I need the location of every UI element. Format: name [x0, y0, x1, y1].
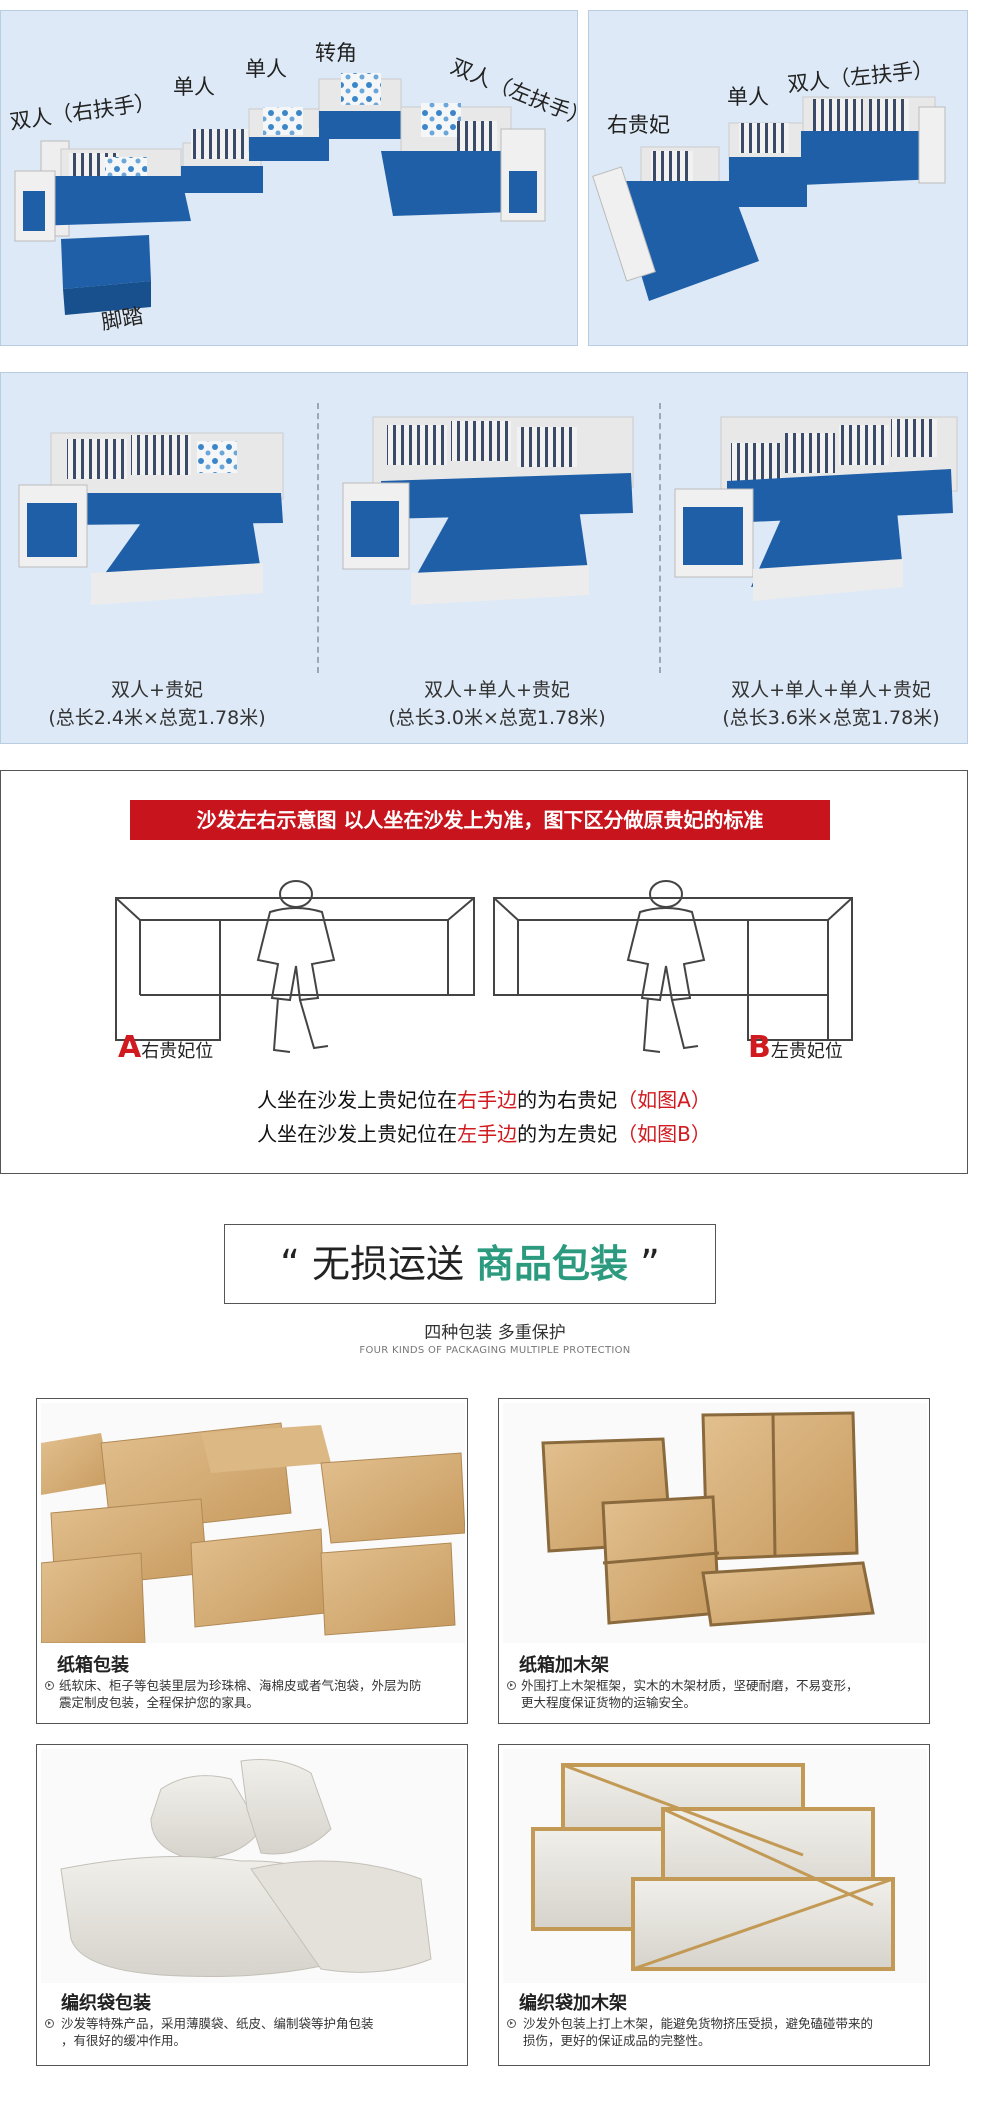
- card-carton-wood-desc-1: 外围打上木架框架，实木的木架材质，坚硬耐磨，不易变形，: [521, 1678, 859, 1693]
- sofa-modules-illustration-2: [592, 96, 946, 301]
- packaging-card-carton: 纸箱包装 纸软床、柜子等包装里层为珍珠棉、海棉皮或者气泡袋，外层为防 震定制皮包…: [36, 1398, 468, 1724]
- bullet-icon: [507, 2019, 516, 2028]
- card-carton-title: 纸箱包装: [57, 1655, 129, 1676]
- combo-2-name: 双人+单人+贵妃: [424, 679, 570, 701]
- card-carton-wood-title: 纸箱加木架: [519, 1655, 609, 1676]
- note-2-tag: （如图B）: [617, 1122, 711, 1146]
- card-bag-desc: 沙发等特殊产品，采用薄膜袋、纸皮、编制袋等护角包装 ，有很好的缓冲作用。: [61, 2015, 461, 2049]
- note-1-tag: （如图A）: [617, 1088, 711, 1112]
- bullet-icon: [45, 1681, 54, 1690]
- packaging-title-close: ”: [628, 1242, 660, 1286]
- card-bag-wood-title: 编织袋加木架: [519, 1993, 627, 2014]
- label-right-chaise: 右贵妃: [607, 113, 670, 137]
- packaging-card-carton-wood: 纸箱加木架 外围打上木架框架，实木的木架材质，坚硬耐磨，不易变形， 更大程度保证…: [498, 1398, 930, 1724]
- position-a-label: A右贵妃位: [118, 1030, 213, 1065]
- card-carton-desc: 纸软床、柜子等包装里层为珍珠棉、海棉皮或者气泡袋，外层为防 震定制皮包装，全程保…: [59, 1677, 463, 1711]
- packaging-title: “ 无损运送 商品包装 ”: [224, 1224, 716, 1304]
- card-carton-desc-2: 震定制皮包装，全程保护您的家具。: [59, 1695, 260, 1710]
- card-bag-desc-2: ，有很好的缓冲作用。: [61, 2033, 187, 2048]
- modules-panel-2: 右贵妃 单人 双人（左扶手）: [588, 10, 968, 346]
- carton-wood-frame-photo: [503, 1403, 927, 1643]
- diagram-note-1: 人坐在沙发上贵妃位在右手边的为右贵妃（如图A）: [0, 1084, 968, 1113]
- packaging-title-highlight: 商品包装: [476, 1242, 629, 1286]
- card-bag-desc-1: 沙发等特殊产品，采用薄膜袋、纸皮、编制袋等护角包装: [61, 2016, 374, 2031]
- card-bag-wood-desc-1: 沙发外包装上打上木架，能避免货物挤压受损，避免磕碰带来的: [523, 2016, 874, 2031]
- packaging-card-bag-wood: 编织袋加木架 沙发外包装上打上木架，能避免货物挤压受损，避免磕碰带来的 损伤，更…: [498, 1744, 930, 2066]
- position-b-label: B左贵妃位: [748, 1030, 843, 1065]
- packaging-subtitle-en: FOUR KINDS OF PACKAGING MULTIPLE PROTECT…: [359, 1345, 631, 1356]
- packaging-subtitle-cn: 四种包装 多重保护: [424, 1323, 566, 1343]
- woven-bag-wood-frame-photo: [503, 1749, 927, 1983]
- bullet-icon: [45, 2019, 54, 2028]
- combo-3-name: 双人+单人+单人+贵妃: [731, 679, 931, 701]
- note-2-highlight: 左手边: [457, 1122, 518, 1146]
- combo-1-name: 双人+贵妃: [111, 679, 203, 701]
- packaging-card-bag: 编织袋包装 沙发等特殊产品，采用薄膜袋、纸皮、编制袋等护角包装 ，有很好的缓冲作…: [36, 1744, 468, 2066]
- card-bag-wood-desc-2: 损伤，更好的保证成品的完整性。: [523, 2033, 711, 2048]
- combo-divider-2: [659, 403, 661, 673]
- card-bag-wood-desc: 沙发外包装上打上木架，能避免货物挤压受损，避免磕碰带来的 损伤，更好的保证成品的…: [523, 2015, 927, 2049]
- position-a-text: 右贵妃位: [141, 1041, 214, 1062]
- card-carton-wood-desc: 外围打上木架框架，实木的木架材质，坚硬耐磨，不易变形， 更大程度保证货物的运输安…: [521, 1677, 925, 1711]
- note-2-post: 的为左贵妃: [517, 1122, 618, 1146]
- card-bag-title: 编织袋包装: [61, 1993, 151, 2014]
- diagram-banner: 沙发左右示意图 以人坐在沙发上为准，图下区分做原贵妃的标准: [130, 800, 830, 840]
- combo-3-size: (总长3.6米×总宽1.78米): [722, 707, 940, 729]
- position-b-text: 左贵妃位: [770, 1041, 843, 1062]
- sofa-outline-diagram: [115, 880, 853, 1053]
- card-carton-wood-desc-2: 更大程度保证货物的运输安全。: [521, 1695, 697, 1710]
- label-single: 单人: [727, 85, 769, 109]
- combo-1-size: (总长2.4米×总宽1.78米): [48, 707, 266, 729]
- note-2-pre: 人坐在沙发上贵妃位在: [257, 1122, 458, 1146]
- combo-divider-1: [317, 403, 319, 673]
- combo-sofa-illustrations: [18, 416, 958, 605]
- position-b-letter: B: [748, 1030, 771, 1065]
- modules-panel-1: 双人（右扶手） 单人 单人 转角 双人（左扶手） 脚踏: [0, 10, 593, 346]
- packaging-title-open: “ 无损运送: [280, 1242, 477, 1286]
- combos-panel: 双人+贵妃 (总长2.4米×总宽1.78米) 双人+单人+贵妃 (总长3.0米×…: [0, 372, 968, 744]
- woven-bag-photo: [41, 1749, 465, 1983]
- note-1-highlight: 右手边: [457, 1088, 518, 1112]
- diagram-note-2: 人坐在沙发上贵妃位在左手边的为左贵妃（如图B）: [0, 1118, 968, 1147]
- note-1-post: 的为右贵妃: [517, 1088, 618, 1112]
- label-single-2: 单人: [245, 57, 287, 81]
- combo-2-size: (总长3.0米×总宽1.78米): [388, 707, 606, 729]
- bullet-icon: [507, 1681, 516, 1690]
- card-carton-desc-1: 纸软床、柜子等包装里层为珍珠棉、海棉皮或者气泡袋，外层为防: [59, 1678, 422, 1693]
- sofa-modules-illustration-1: [14, 73, 546, 315]
- note-1-pre: 人坐在沙发上贵妃位在: [257, 1088, 458, 1112]
- label-single-1: 单人: [173, 75, 215, 99]
- carton-boxes-photo: [41, 1403, 465, 1643]
- label-corner: 转角: [315, 41, 357, 65]
- position-a-letter: A: [118, 1030, 142, 1065]
